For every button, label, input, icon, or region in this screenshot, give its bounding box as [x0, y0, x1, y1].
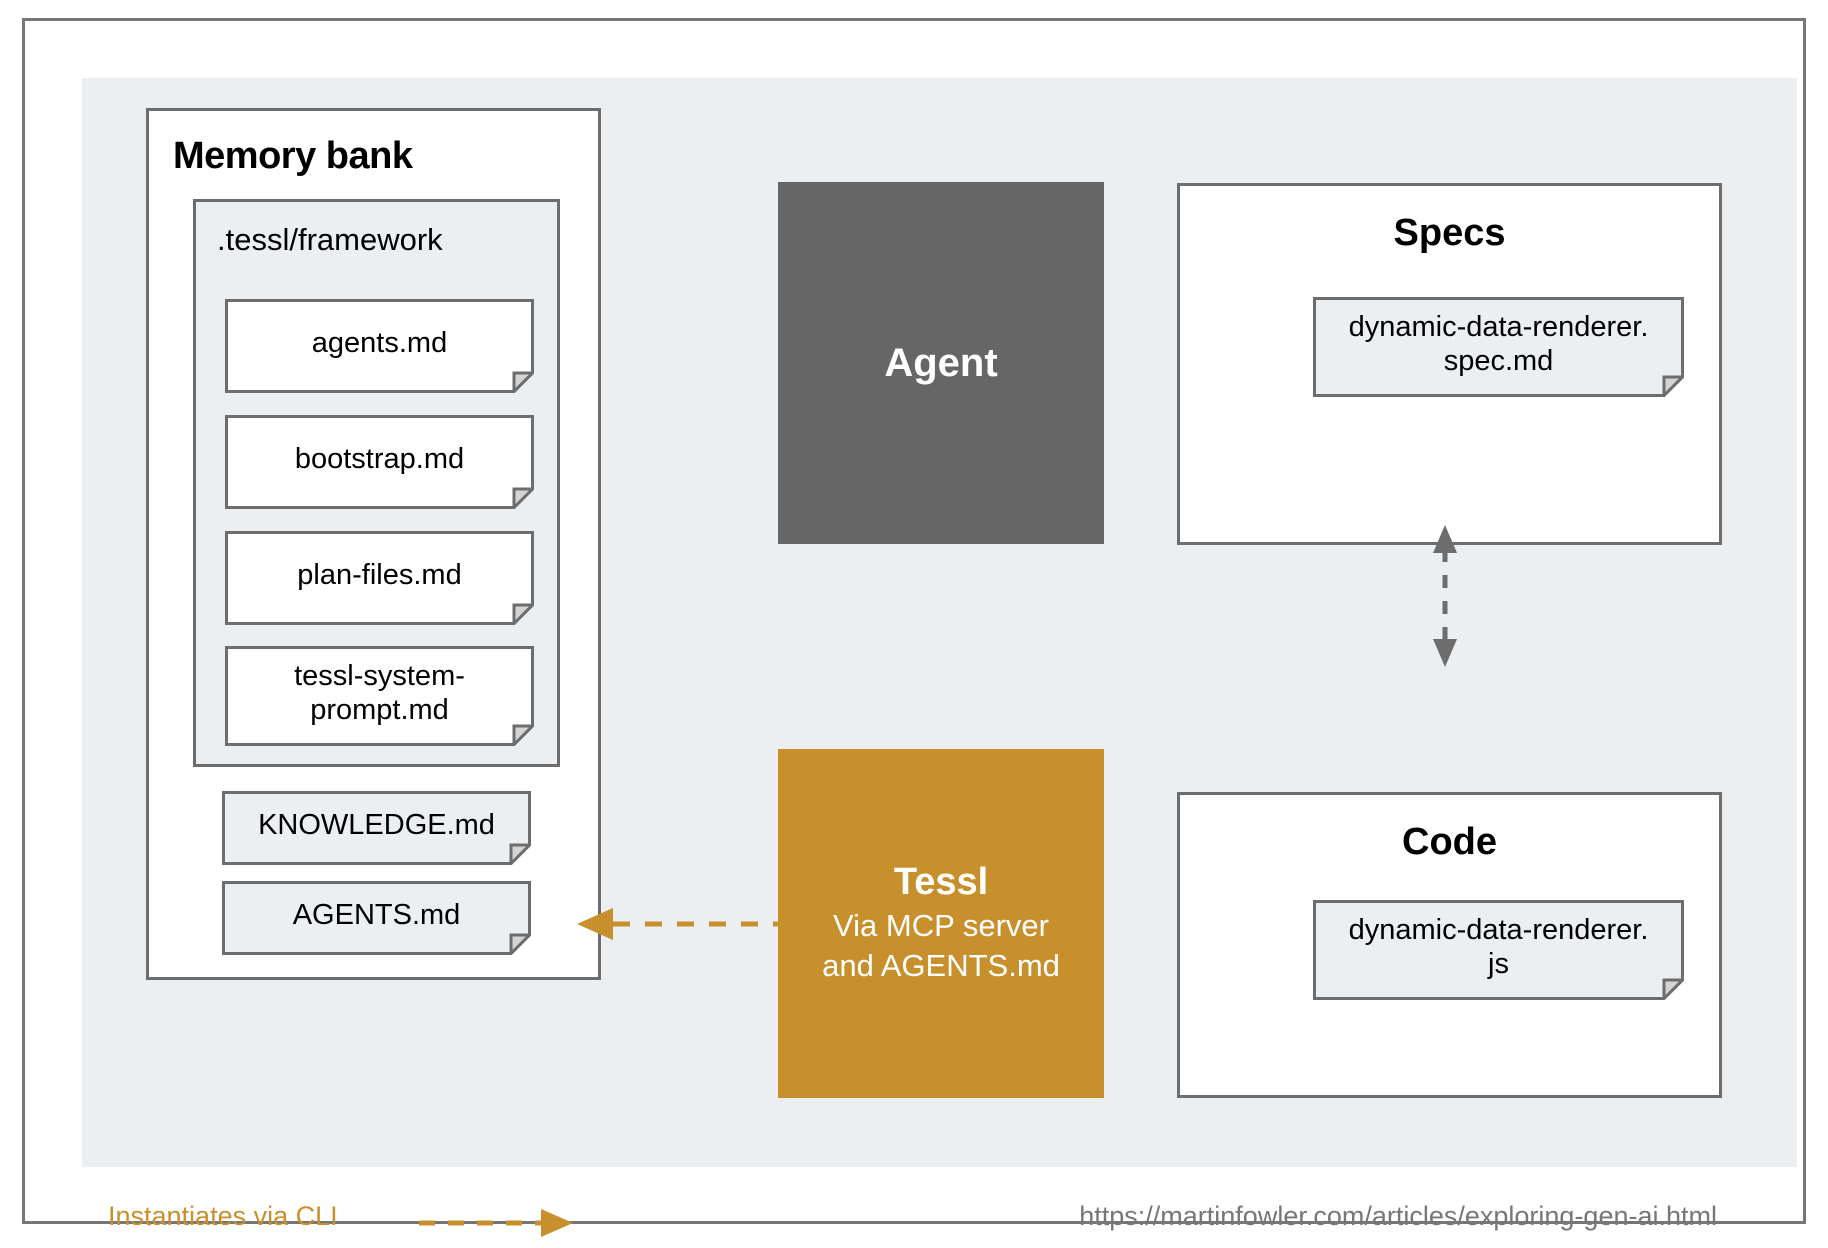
code-title: Code: [1402, 821, 1497, 863]
note-label: bootstrap.md: [294, 443, 465, 476]
note-shape-icon: [1313, 297, 1684, 397]
legend-instantiates-label: Instantiates via CLI: [108, 1201, 338, 1231]
note-shape-icon: [222, 881, 531, 955]
note-spec-md[interactable]: dynamic-data-renderer. spec.md: [1313, 297, 1684, 397]
note-label: KNOWLEDGE.md: [258, 809, 495, 842]
note-shape-icon: [225, 531, 534, 625]
legend-arrow-icon: [419, 1209, 573, 1237]
note-label-line-1: dynamic-data-renderer.: [1348, 311, 1649, 344]
tessl-framework-label: .tessl/framework: [217, 222, 443, 257]
tessl-subtitle-line-2: and AGENTS.md: [822, 948, 1060, 983]
note-agents-md[interactable]: agents.md: [225, 299, 534, 393]
note-agents-root-md[interactable]: AGENTS.md: [222, 881, 531, 955]
note-bootstrap-md[interactable]: bootstrap.md: [225, 415, 534, 509]
agent-label: Agent: [884, 340, 998, 385]
specs-title: Specs: [1393, 212, 1506, 254]
memory-bank-panel: Memory bank .tessl/framework agents.md: [146, 108, 601, 980]
note-shape-icon: [225, 415, 534, 509]
note-label: tessl-system- prompt.md: [239, 660, 520, 727]
note-tessl-system-prompt-md[interactable]: tessl-system- prompt.md: [225, 646, 534, 746]
note-code-js[interactable]: dynamic-data-renderer. js: [1313, 900, 1684, 1000]
note-label-line-2: js: [1488, 948, 1509, 980]
note-label-line-2: prompt.md: [310, 694, 449, 726]
note-shape-icon: [1313, 900, 1684, 1000]
note-knowledge-md[interactable]: KNOWLEDGE.md: [222, 791, 531, 865]
agent-box[interactable]: Agent: [778, 182, 1104, 544]
tessl-title: Tessl: [893, 860, 989, 903]
tessl-subtitle-line-1: Via MCP server: [833, 907, 1049, 943]
tessl-framework-group: .tessl/framework agents.md bootstrap.: [193, 199, 560, 767]
note-label: dynamic-data-renderer. spec.md: [1327, 311, 1670, 378]
source-url-text: https://martinfowler.com/articles/explor…: [1079, 1201, 1717, 1231]
note-shape-icon: [222, 791, 531, 865]
note-label: agents.md: [311, 327, 448, 360]
diagram-outer-frame: Memory bank .tessl/framework agents.md: [22, 18, 1806, 1237]
note-plan-files-md[interactable]: plan-files.md: [225, 531, 534, 625]
note-label-line-2: spec.md: [1443, 345, 1554, 377]
note-shape-icon: [225, 299, 534, 393]
note-label: AGENTS.md: [292, 899, 461, 932]
note-label-line-1: tessl-system-: [294, 660, 465, 693]
tessl-box[interactable]: Tessl Via MCP server and AGENTS.md: [778, 749, 1104, 1098]
note-shape-icon: [225, 646, 534, 746]
code-panel: Code dynamic-data-renderer. js: [1177, 792, 1722, 1098]
specs-panel: Specs dynamic-data-renderer. spec.md: [1177, 183, 1722, 545]
note-label: dynamic-data-renderer. js: [1327, 914, 1670, 981]
note-label-line-1: dynamic-data-renderer.: [1348, 914, 1649, 947]
arrow-head-right-icon: [541, 1209, 573, 1237]
note-label: plan-files.md: [297, 559, 462, 592]
memory-bank-title: Memory bank: [173, 135, 413, 177]
tessl-subtitle: Via MCP server and AGENTS.md: [822, 906, 1060, 987]
